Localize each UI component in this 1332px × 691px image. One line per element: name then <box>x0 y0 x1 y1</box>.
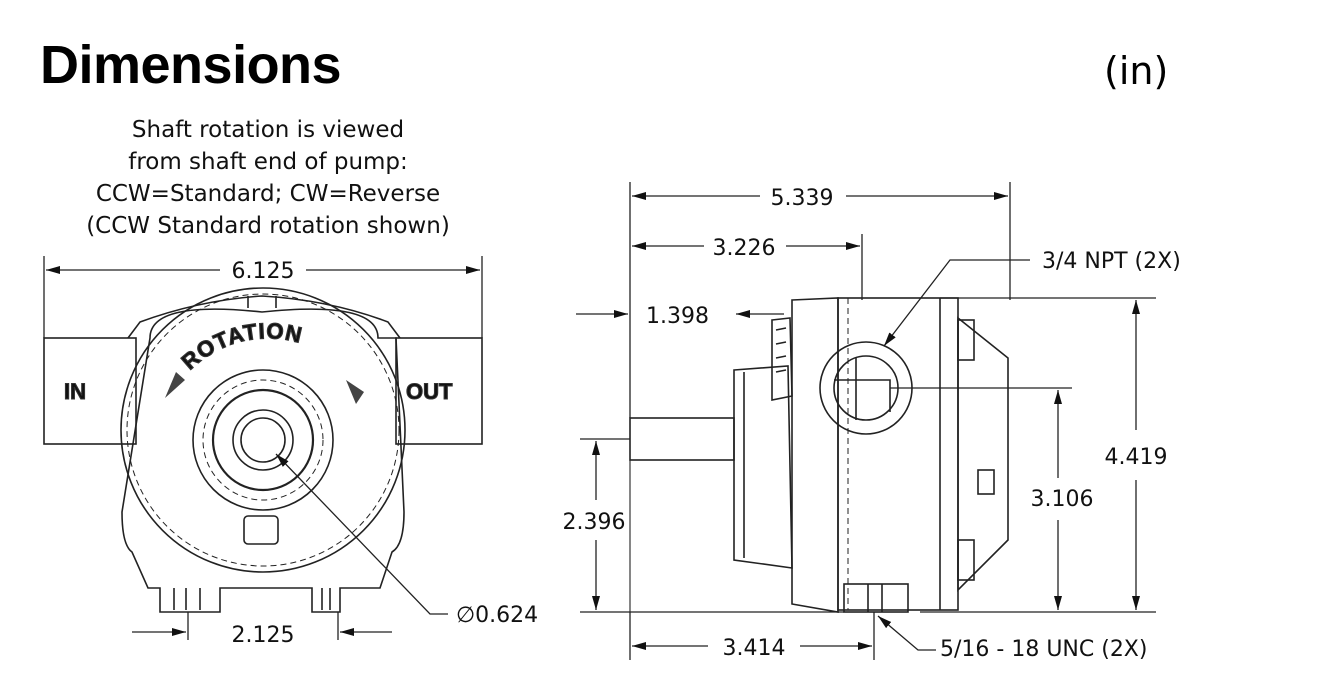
shaft-diameter-label: ∅0.624 <box>456 603 538 628</box>
side-dimensions <box>576 182 1156 660</box>
rear-cover <box>957 316 1009 592</box>
pump-shaft <box>629 417 735 461</box>
shaft-center-height-label: 2.396 <box>563 510 626 535</box>
rotation-note: Shaft rotation is viewed from shaft end … <box>40 114 496 242</box>
front-dimensions <box>43 256 483 640</box>
shaft-length-label: 1.398 <box>646 304 709 329</box>
overall-length-label: 5.339 <box>771 186 834 211</box>
foot-spacing-label: 2.125 <box>232 623 295 648</box>
rotation-note-line-1: Shaft rotation is viewed <box>131 117 405 143</box>
pump-body <box>791 297 839 613</box>
overall-width-label: 6.125 <box>232 259 295 284</box>
housing-outer-ring <box>120 287 406 573</box>
front-cover <box>733 365 793 569</box>
mount-thread-label: 5/16 - 18 UNC (2X) <box>940 637 1147 662</box>
port-center-height-label: 3.106 <box>1031 487 1094 512</box>
side-view <box>629 297 1009 613</box>
rotation-note-line-2: from shaft end of pump: <box>128 149 408 175</box>
port-thread-leader <box>883 259 1030 347</box>
outlet-port-boss <box>395 337 483 445</box>
mount-thread-leader <box>877 615 936 651</box>
rotation-note-line-3: CCW=Standard; CW=Reverse <box>95 181 441 207</box>
plug-square <box>243 515 279 545</box>
mount-foot <box>843 583 909 613</box>
shaft-end <box>240 417 286 463</box>
mount-hole-distance-label: 3.414 <box>723 636 786 661</box>
rotation-note-line-4: (CCW Standard rotation shown) <box>86 213 450 239</box>
port-thread-label: 3/4 NPT (2X) <box>1042 249 1181 274</box>
port-center-from-end-label: 3.226 <box>713 236 776 261</box>
inlet-port-boss <box>43 337 137 445</box>
outlet-label: OUT <box>406 379 453 404</box>
page-title: Dimensions <box>40 35 342 95</box>
rotation-arrow-right-icon <box>346 380 364 404</box>
bearing-ring <box>192 369 334 511</box>
inlet-label: IN <box>64 379 86 404</box>
overall-height-label: 4.419 <box>1105 445 1168 470</box>
pump-housing <box>121 308 405 613</box>
rotation-label: ROTATION <box>177 318 306 374</box>
top-saddle <box>127 295 401 339</box>
shaft-diameter-leader <box>275 453 448 615</box>
front-view <box>43 287 483 613</box>
units-label: (in) <box>1104 49 1169 93</box>
rotation-arrow-left-icon <box>165 372 185 398</box>
